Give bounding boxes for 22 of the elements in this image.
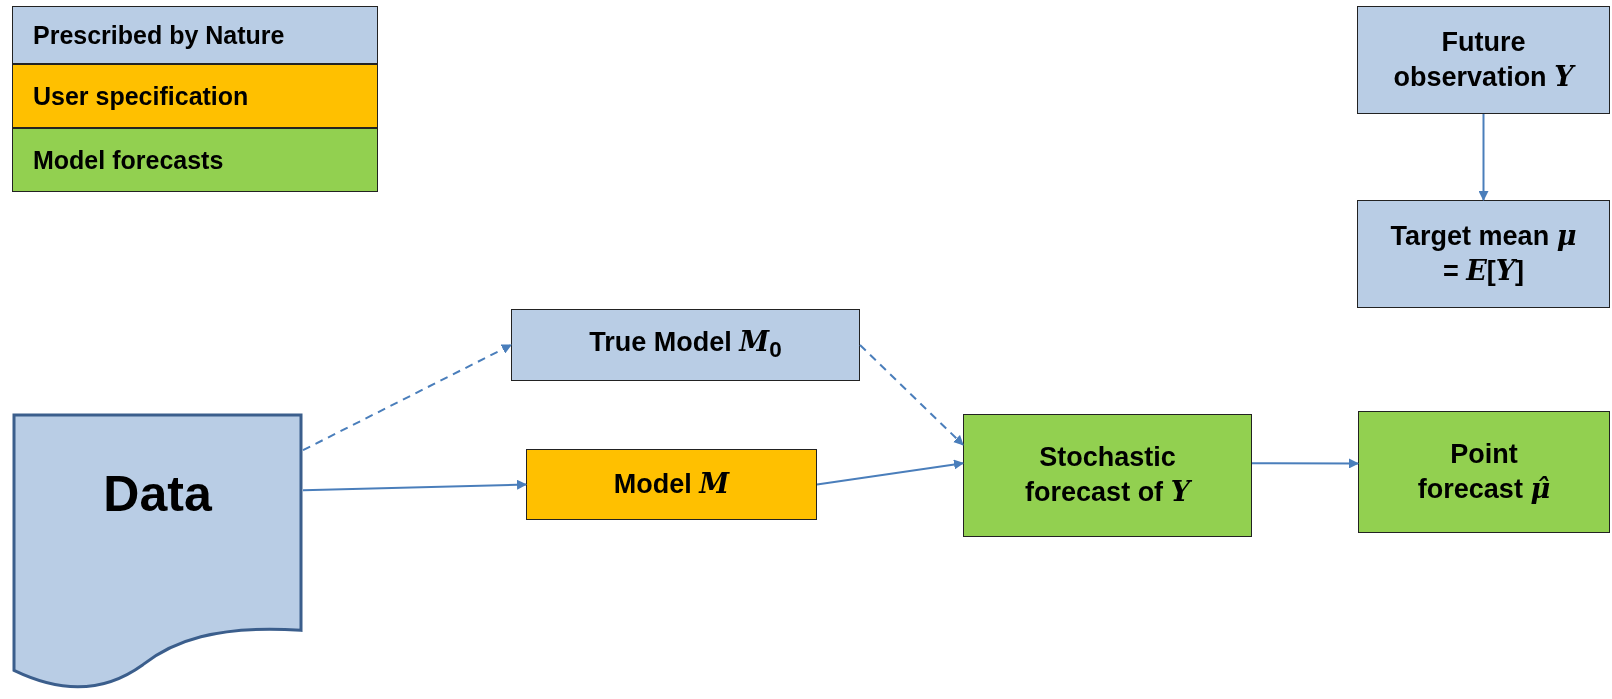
node-label: Model M [613, 467, 730, 502]
process-box [1357, 6, 1610, 114]
node-label: Stochastic forecast of Y [1024, 441, 1193, 509]
legend-label: User specification [33, 81, 249, 111]
process-box [963, 414, 1252, 537]
node-label: True Model M$_{0}$ [589, 325, 782, 365]
arrow [859, 344, 964, 446]
arrow [1251, 458, 1359, 469]
node-label: Data [103, 465, 212, 524]
arrow [302, 479, 527, 492]
node-label: Target mean μ = E[Y] [1389, 219, 1578, 288]
process-box [1358, 411, 1610, 533]
legend-label: Prescribed by Nature [33, 20, 285, 50]
process-box [511, 309, 860, 381]
arrow [816, 459, 964, 486]
arrow [302, 344, 512, 452]
process-box [526, 449, 817, 520]
node-label: Future observation Y [1392, 25, 1577, 94]
node-label: Point forecast μ̂ [1416, 437, 1552, 506]
process-box [1357, 200, 1610, 308]
legend-label: Model forecasts [33, 145, 224, 175]
arrow [1478, 113, 1489, 201]
